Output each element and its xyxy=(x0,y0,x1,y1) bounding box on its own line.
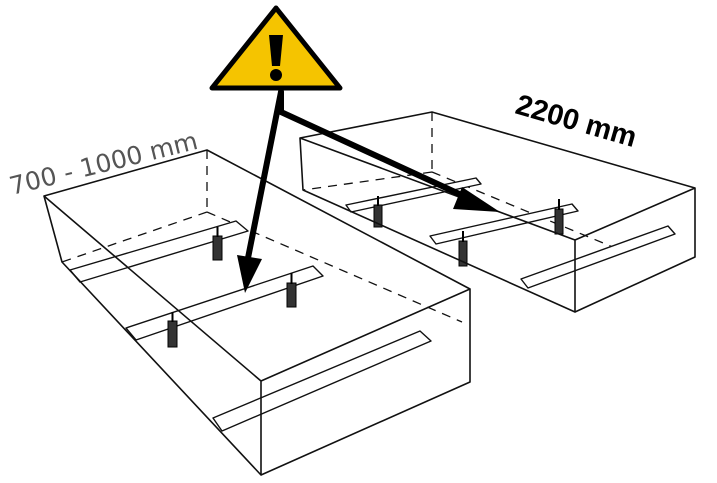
left-frame xyxy=(43,149,471,476)
left-leg-3 xyxy=(167,320,178,348)
right-frame-outline xyxy=(299,111,696,313)
right-slat-front xyxy=(520,225,676,289)
right-frame xyxy=(299,111,696,313)
left-frame-hidden-edges xyxy=(61,150,463,323)
left-frame-outline xyxy=(43,149,471,476)
length-label: 2200 mm xyxy=(512,89,640,154)
right-slat-middle xyxy=(429,203,579,245)
left-slat-front xyxy=(212,330,432,432)
arrow-to-left-slat xyxy=(245,89,284,261)
left-leg-2 xyxy=(286,282,297,308)
arrow-to-left-slat-head xyxy=(237,255,262,293)
warning-triangle-icon xyxy=(209,5,343,91)
left-leg-1 xyxy=(212,235,223,261)
arrow-to-right-slat-head xyxy=(453,187,500,212)
arrow-to-right-slat xyxy=(278,89,471,201)
warning-arrows xyxy=(237,89,500,293)
exclamation-bar xyxy=(269,35,283,66)
left-frame-legs xyxy=(167,227,297,348)
width-range-label: 700 - 1000 mm xyxy=(6,126,200,201)
left-frame-slats xyxy=(69,220,432,432)
right-frame-slats xyxy=(345,177,676,289)
exclamation-dot xyxy=(270,69,282,81)
right-leg-3 xyxy=(554,208,564,235)
